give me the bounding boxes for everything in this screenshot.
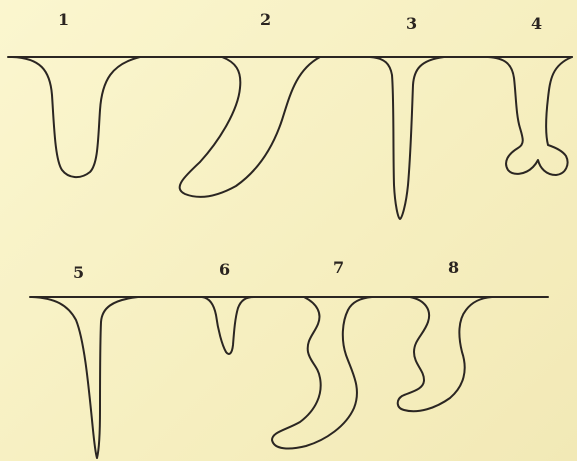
drop-shape-8 bbox=[398, 297, 492, 411]
figure-number-7: 7 bbox=[333, 258, 344, 277]
figure-number-4: 4 bbox=[531, 14, 542, 33]
drop-shape-1 bbox=[12, 57, 140, 177]
drop-shape-4 bbox=[488, 57, 572, 175]
figure-number-2: 2 bbox=[260, 10, 271, 29]
drop-shape-3 bbox=[370, 57, 444, 219]
figure-number-3: 3 bbox=[406, 14, 417, 33]
figure-number-5: 5 bbox=[73, 263, 84, 282]
figure-number-6: 6 bbox=[219, 260, 230, 279]
drop-shape-7 bbox=[272, 297, 372, 448]
drop-shape-6 bbox=[202, 297, 254, 354]
figure-number-8: 8 bbox=[448, 258, 459, 277]
figure-number-1: 1 bbox=[58, 10, 69, 29]
drop-shape-2 bbox=[180, 57, 320, 197]
drop-shape-5 bbox=[32, 297, 138, 458]
